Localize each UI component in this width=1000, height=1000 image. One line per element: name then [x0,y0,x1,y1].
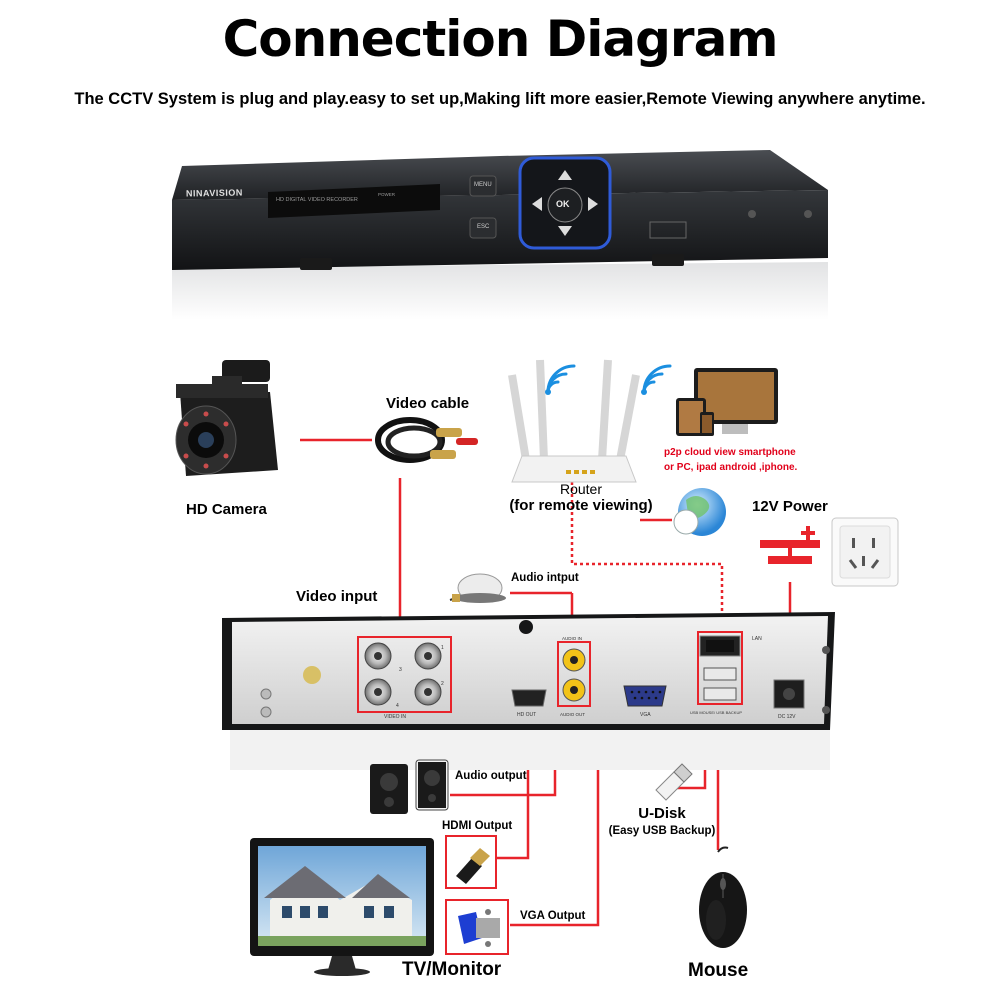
vga-port-label: VGA [640,712,651,718]
bnc-number-1: 1 [441,645,444,651]
speakers-image [370,759,449,814]
udisk-label: U-Disk [638,805,686,822]
audio-input-label: Audio intput [511,572,579,584]
power-symbol-icon [760,526,820,564]
dvr-power-text: POWER [378,192,396,197]
router-label-line2: (for remote viewing) [509,497,653,514]
hd-camera-label: HD Camera [186,501,267,518]
dc12v-port-label: DC 12V [778,714,796,720]
router-label-line1: Router [559,481,603,497]
vga-connector-image [445,899,509,955]
cloud-line1: p2p cloud view smartphone [664,447,796,458]
udisk-sub-label: (Easy USB Backup) [608,825,716,837]
usb-port-label: USB MOUSE/ USB BACKUP [690,710,743,715]
remote-devices-image [676,368,778,436]
dvr-brand-logo: NINAVISION [185,187,243,199]
usb-flash-drive-image [655,763,693,801]
audio-out-port-label: AUDIO OUT [560,712,586,717]
diagram-subtitle: The CCTV System is plug and play.easy to… [74,90,926,108]
hdmi-connector-image [445,835,497,889]
router-label: Router (for remote viewing) [496,481,666,514]
hd-out-port-label: HD OUT [517,712,537,718]
lan-port-label: LAN [752,636,762,642]
wall-socket-image [831,517,899,587]
audio-in-port-label: AUDIO IN [562,636,583,641]
hdmi-output-label: HDMI Output [442,820,513,832]
power-label: 12V Power [752,498,828,515]
router-image [508,359,672,483]
microphone-image [449,573,506,603]
ok-button[interactable]: OK [556,199,570,209]
video-input-label: Video input [296,588,378,605]
video-cable-label: Video cable [386,395,470,412]
bnc-number-2: 2 [441,681,444,687]
esc-button[interactable]: ESC [477,224,490,230]
video-cable-image [375,417,478,463]
monitor-label: TV/Monitor [402,959,502,980]
dvr-back-panel [222,612,835,770]
vga-output-label: VGA Output [520,910,586,922]
mouse-image [699,846,747,948]
cloud-line2: or PC, ipad android ,iphone. [664,462,798,473]
tv-monitor-image [250,838,434,976]
audio-output-label: Audio output [455,770,527,782]
menu-button[interactable]: MENU [474,182,492,188]
bnc-number-4: 4 [396,703,399,709]
video-in-port-label: VIDEO IN [384,714,406,720]
dvr-model-text: HD DIGITAL VIDEO RECORDER [276,197,358,203]
mouse-label: Mouse [688,960,749,981]
bnc-number-3: 3 [399,667,402,673]
hd-camera-image [175,360,278,476]
dvr-front-unit [172,150,828,320]
internet-globe-icon [673,488,726,536]
diagram-title: Connection Diagram [222,10,779,68]
